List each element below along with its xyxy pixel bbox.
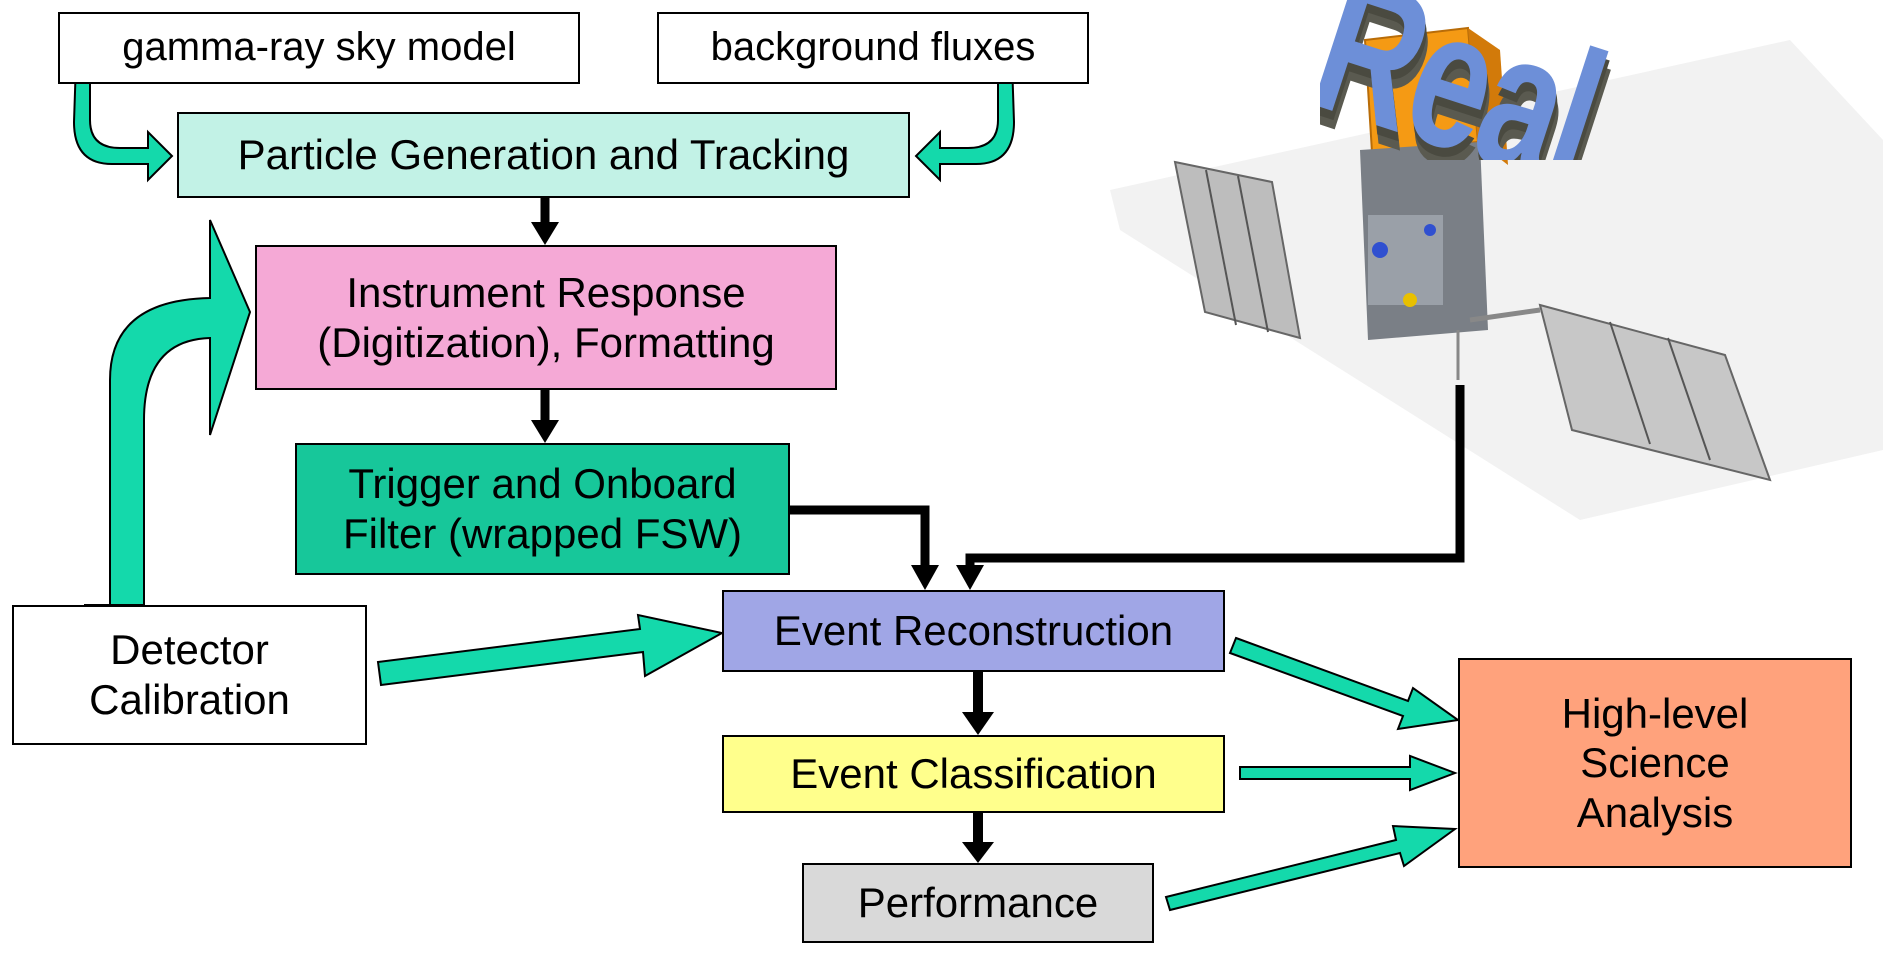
box-instrument-response: Instrument Response (Digitization), Form… [255,245,837,390]
box-high-level-science-analysis: High-level Science Analysis [1458,658,1852,868]
black-arrows [531,198,1465,863]
box-event-classification: Event Classification [722,735,1225,813]
box-performance: Performance [802,863,1154,943]
title-art: Real LAT Data [1320,0,1640,160]
satellite-image [1110,26,1883,520]
arrow-recon-to-highlevel [1228,636,1461,731]
arrow-class-to-highlevel [1239,754,1458,792]
arrow-calibration-to-instrument [84,219,252,606]
box-detector-calibration: Detector Calibration [12,605,367,745]
box-background-fluxes: background fluxes [657,12,1089,84]
arrow-calibration-to-recon [376,613,725,687]
teal-arrows [72,61,1461,912]
box-particle-generation: Particle Generation and Tracking [177,112,910,198]
box-gamma-ray-sky-model: gamma-ray sky model [58,12,580,84]
box-event-reconstruction: Event Reconstruction [722,590,1225,672]
box-trigger-filter: Trigger and Onboard Filter (wrapped FSW) [295,443,790,575]
arrow-performance-to-highlevel [1164,824,1458,912]
arrow-background-to-particle [914,61,1016,183]
arrow-sky-to-particle [72,61,174,183]
title-art-text: Real LAT Data [1320,0,1626,160]
